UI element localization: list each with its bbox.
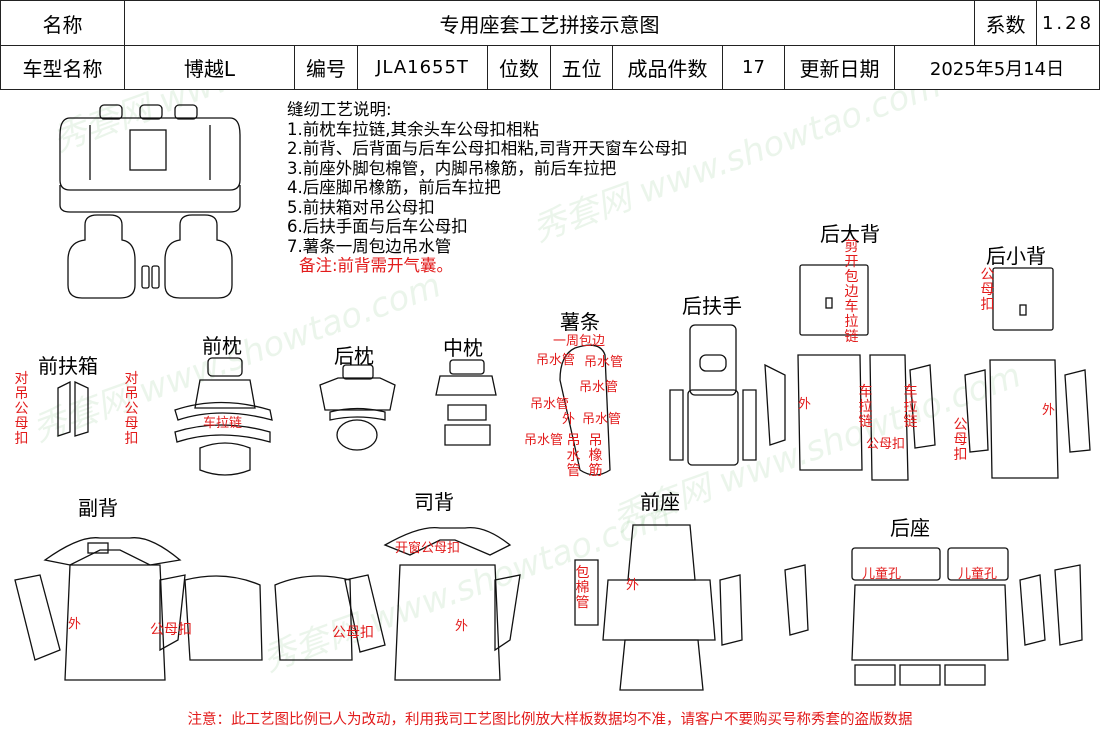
annot-outer-big-back: 外 (798, 397, 812, 412)
label-passenger-back: 副背 (78, 496, 118, 520)
annot-water-tube: 吊水管 (582, 412, 622, 427)
annot-snap-top-driver: 开窗公母扣 (395, 541, 461, 556)
annot-child-hole-left: 儿童孔 (862, 567, 902, 582)
coef-label: 系数 (985, 12, 1026, 37)
annot-zipper-big-back-right: 车拉链 (903, 384, 918, 430)
name-label: 名称 (42, 12, 83, 37)
annot-cotton-tube: 包棉管 (575, 565, 590, 611)
annot-outer-fries: 外 (562, 412, 576, 427)
code-label-cell: 编号 (294, 45, 358, 90)
date-value: 2025年5月14日 (929, 58, 1065, 80)
annot-child-hole-right: 儿童孔 (958, 567, 998, 582)
annot-water-tube-vertical: 吊水管 (566, 433, 581, 479)
seats-value: 五位 (561, 57, 602, 81)
seats-label: 位数 (499, 57, 539, 81)
annot-zipper-big-back-left: 车拉链 (858, 384, 873, 430)
footer-warning: 注意：此工艺图比例已人为改动，利用我司工艺图比例放大样板数据均不准，请客户不要购… (187, 712, 913, 728)
note-item: 4.后座脚吊橡筋，前后车拉把 (287, 178, 501, 197)
note-item: 1.前枕车拉链,其余头车公母扣相粘 (287, 119, 539, 139)
annot-outer-front-seat: 外 (626, 578, 640, 593)
front-pillow-pieces (174, 357, 273, 476)
notes-heading: 缝纫工艺说明: (287, 100, 392, 119)
annot-snap-big-back: 公母扣 (866, 437, 906, 452)
label-driver-back: 司背 (414, 490, 454, 514)
annot-rubber-band-vertical: 吊橡筋 (588, 433, 603, 479)
note-item: 7.薯条一周包边吊水管 (287, 236, 452, 256)
model-label-cell: 车型名称 (0, 45, 125, 90)
note-item: 6.后扶手面与后车公母扣 (287, 217, 468, 236)
annot-snap-driver: 公母扣 (332, 625, 374, 641)
code-value: JLA1655T (376, 57, 469, 78)
driver-back-pieces (274, 526, 521, 681)
note-item: 3.前座外脚包棉管，内脚吊橡筋，前后车拉把 (287, 158, 617, 178)
annot-water-tube: 吊水管 (584, 355, 624, 370)
passenger-back-pieces (14, 537, 263, 681)
annot-outer-driver: 外 (455, 619, 469, 634)
label-rear-armrest: 后扶手 (682, 294, 742, 318)
pieces-label-cell: 成品件数 (612, 45, 723, 90)
coef-label-cell: 系数 (974, 0, 1037, 46)
label-front-armbox: 前扶箱 (38, 354, 98, 378)
note-item: 5.前扶箱对吊公母扣 (287, 197, 435, 217)
annot-outer-small-back: 外 (1042, 403, 1056, 418)
annot-outer-passenger: 外 (68, 617, 82, 632)
coef-value-cell: 1.28 (1036, 0, 1100, 46)
annot-water-tube: 吊水管 (524, 433, 564, 448)
annot-snap-passenger: 公母扣 (150, 622, 192, 638)
pieces-value: 17 (742, 57, 765, 78)
notes-remark: 备注:前背需开气囊。 (299, 256, 454, 275)
label-rear-pillow: 后枕 (334, 344, 374, 368)
annot-water-tube: 吊水管 (579, 380, 619, 395)
label-front-seat: 前座 (640, 490, 680, 514)
page-title: 专用座套工艺拼接示意图 (439, 12, 660, 37)
front-armbox-pieces (57, 380, 89, 437)
annot-zipper-front-pillow: 车拉链 (203, 416, 243, 431)
pieces-label: 成品件数 (627, 57, 708, 81)
annot-hang-snap-left: 对吊公母扣 (14, 371, 29, 447)
label-fries: 薯条 (560, 310, 600, 334)
sewing-notes: 缝纫工艺说明: 1.前枕车拉链,其余头车公母扣相粘 2.前背、后背面与后车公母扣… (287, 100, 688, 276)
annot-hang-snap-right: 对吊公母扣 (124, 371, 139, 447)
annot-edge-around: 一周包边 (553, 334, 606, 349)
code-value-cell: JLA1655T (357, 45, 488, 90)
seats-label-cell: 位数 (487, 45, 551, 90)
front-seats-overview (67, 214, 233, 299)
seats-value-cell: 五位 (550, 45, 613, 90)
coef-value: 1.28 (1041, 12, 1095, 34)
label-rear-seat: 后座 (890, 516, 930, 540)
rear-bench-overview (59, 104, 241, 213)
header-table: 名称 专用座套工艺拼接示意图 系数 1.28 车型名称 博越L 编号 JLA16… (0, 0, 1100, 90)
rear-pillow-pieces (319, 364, 396, 451)
mid-pillow-pieces (435, 359, 497, 446)
rear-seat-pieces (784, 547, 1083, 686)
annot-water-tube: 吊水管 (536, 353, 576, 368)
date-label: 更新日期 (799, 57, 880, 81)
annot-cut-edge-zipper: 剪开包边车拉链 (844, 239, 859, 345)
front-seat-pieces (574, 524, 743, 691)
rear-small-back-pieces (964, 267, 1091, 479)
rear-armrest-pieces (669, 324, 757, 466)
label-front-pillow: 前枕 (202, 334, 242, 358)
label-mid-pillow: 中枕 (443, 336, 483, 360)
label-rear-small-back: 后小背 (986, 244, 1046, 268)
annot-snap-small-back: 公母扣 (953, 417, 968, 463)
rear-big-back-pieces (764, 264, 936, 481)
annot-water-tube: 吊水管 (530, 397, 570, 412)
model-value: 博越L (183, 57, 236, 81)
model-label: 车型名称 (22, 57, 103, 81)
note-item: 2.前背、后背面与后车公母扣相粘,司背开天窗车公母扣 (287, 139, 688, 158)
label-rear-big-back: 后大背 (820, 222, 880, 246)
fries-piece (559, 344, 611, 476)
annot-snap-small-back-top: 公母扣 (980, 267, 995, 313)
pieces-value-cell: 17 (722, 45, 785, 90)
code-label: 编号 (306, 57, 346, 81)
name-label-cell: 名称 (0, 0, 125, 46)
